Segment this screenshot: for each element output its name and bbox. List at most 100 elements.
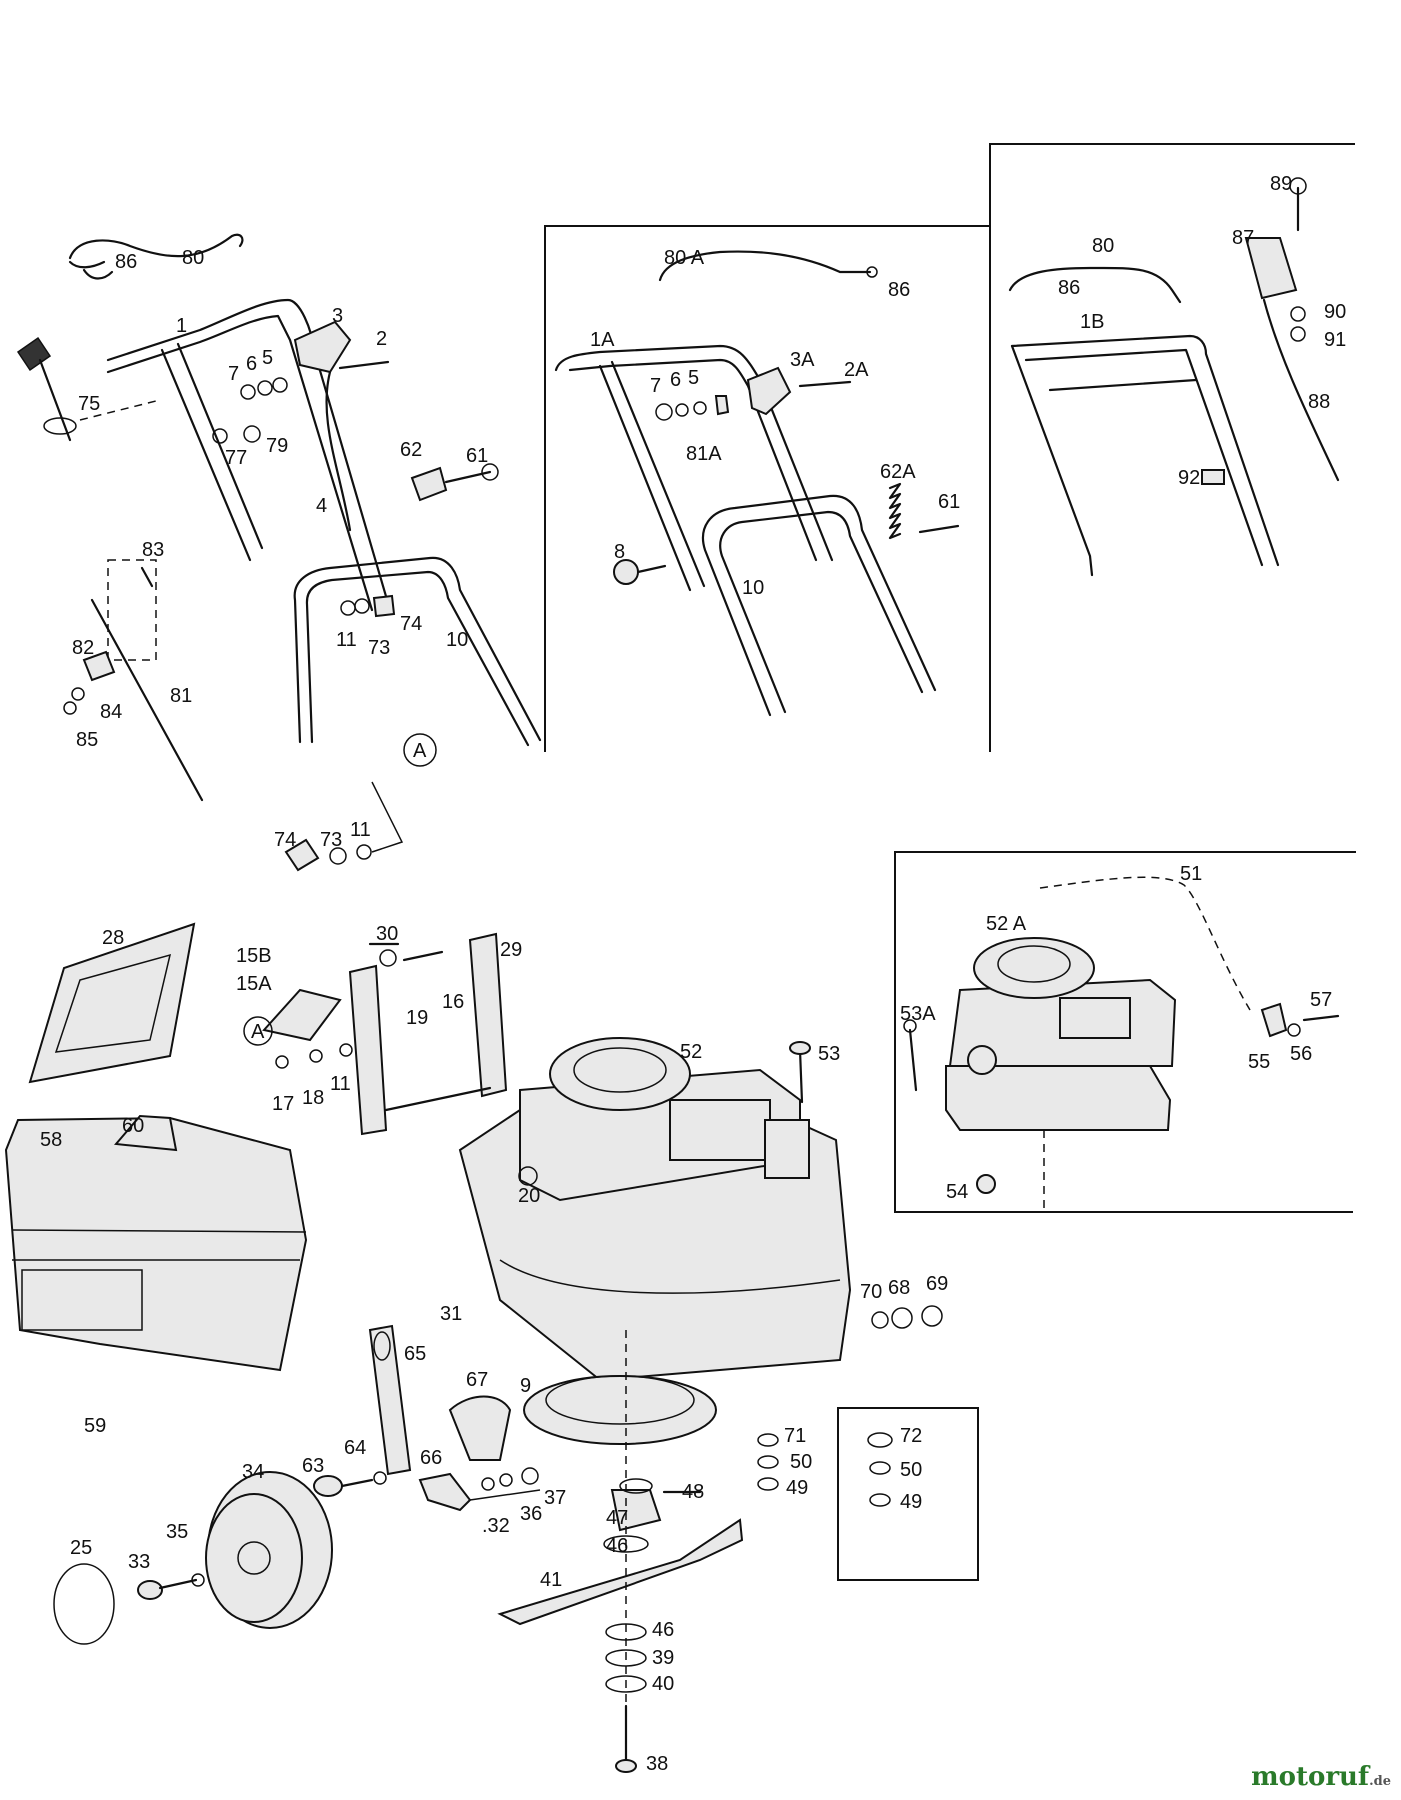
label-11-bracket: 11	[330, 1073, 351, 1095]
label-89: 89	[1270, 173, 1292, 195]
cable-clip-80b	[1008, 266, 1182, 304]
bolt-2	[338, 360, 390, 370]
label-82: 82	[72, 637, 94, 659]
label-50: 50	[790, 1451, 812, 1473]
block-92	[1201, 469, 1225, 485]
engine-52a	[945, 937, 1177, 1131]
label-74: 74	[400, 613, 422, 635]
label-28: 28	[102, 927, 124, 949]
label-80a: 80 A	[664, 247, 705, 269]
hub-cap-25	[53, 1563, 115, 1645]
label-33: 33	[128, 1551, 150, 1573]
label-71: 71	[784, 1425, 806, 1447]
label-37: 37	[544, 1487, 566, 1509]
label-7: 7	[228, 363, 239, 385]
label-30: 30	[376, 923, 398, 945]
label-73-lower: 73	[320, 829, 342, 851]
label-62: 62	[400, 439, 422, 461]
label-41: 41	[540, 1569, 562, 1591]
spring-62a	[888, 482, 960, 540]
label-34: 34	[242, 1461, 264, 1483]
label-17: 17	[272, 1093, 294, 1115]
label-60: 60	[122, 1115, 144, 1137]
blade-41	[497, 1518, 744, 1626]
label-5-center: 5	[688, 367, 699, 389]
throttle-bracket-55	[1260, 1002, 1340, 1038]
washers-5-6-7	[240, 377, 288, 400]
label-a-top: A	[413, 740, 427, 762]
label-54: 54	[946, 1181, 968, 1203]
cable-51	[1039, 876, 1251, 1011]
label-72: 72	[900, 1425, 922, 1447]
upper-handle-1	[106, 298, 392, 612]
starter-handle-75	[16, 336, 161, 442]
label-36: 36	[520, 1503, 542, 1525]
label-32: .32	[482, 1515, 510, 1537]
guard-67	[448, 1395, 512, 1461]
label-79: 79	[266, 435, 288, 457]
upper-handle-1a	[554, 344, 834, 592]
throttle-cable-81	[63, 559, 204, 802]
blade-housing-9	[523, 1375, 717, 1445]
label-61-center: 61	[938, 491, 960, 513]
axle-bracket-66	[418, 1472, 541, 1512]
washers-68-69-70	[871, 1305, 943, 1329]
grass-box-lid-28	[28, 922, 196, 1084]
label-a-lower: A	[251, 1021, 265, 1043]
label-3a: 3A	[790, 349, 815, 371]
label-46: 46	[606, 1535, 628, 1557]
brand-logo: motoruf.de	[1251, 1762, 1391, 1792]
blade-adapter-47-48	[610, 1478, 702, 1532]
label-15b: 15B	[236, 945, 272, 967]
label-40: 40	[652, 1673, 674, 1695]
label-92: 92	[1178, 467, 1200, 489]
label-84: 84	[100, 701, 122, 723]
blade-bolt-38	[615, 1330, 637, 1773]
label-62a: 62A	[880, 461, 916, 483]
label-35: 35	[166, 1521, 188, 1543]
label-3: 3	[332, 305, 343, 327]
bracket-plate-15a	[243, 988, 342, 1046]
label-56: 56	[1290, 1043, 1312, 1065]
variant-frame-right	[989, 143, 1355, 752]
label-1a: 1A	[590, 329, 615, 351]
label-77: 77	[225, 447, 247, 469]
label-69: 69	[926, 1273, 948, 1295]
label-2: 2	[376, 328, 387, 350]
lever-3	[293, 320, 352, 374]
label-20: 20	[518, 1185, 540, 1207]
label-86-center: 86	[888, 279, 910, 301]
engine-mount-20	[518, 1166, 538, 1186]
fasteners-49-50-71	[757, 1432, 893, 1507]
label-1b: 1B	[1080, 311, 1104, 333]
logo-suffix: .de	[1369, 1774, 1391, 1789]
label-80: 80	[182, 247, 204, 269]
label-85: 85	[76, 729, 98, 751]
fasteners-16-19-30	[275, 942, 444, 1069]
cable-4	[325, 370, 352, 532]
label-46-lower: 46	[652, 1619, 674, 1641]
cable-clip-80	[68, 233, 244, 280]
label-51: 51	[1180, 863, 1202, 885]
washers-32-36-37	[481, 1467, 539, 1491]
nuts-90-91	[1290, 306, 1306, 342]
label-1: 1	[176, 315, 187, 337]
label-49: 49	[786, 1477, 808, 1499]
label-70: 70	[860, 1281, 882, 1303]
label-25: 25	[70, 1537, 92, 1559]
logo-main: motoruf	[1251, 1762, 1370, 1792]
handle-bracket-29	[348, 932, 508, 1136]
label-91: 91	[1324, 329, 1346, 351]
label-66: 66	[420, 1447, 442, 1469]
lower-handle-10b	[701, 494, 937, 717]
label-29: 29	[500, 939, 522, 961]
label-86: 86	[115, 251, 137, 273]
label-52: 52	[680, 1041, 702, 1063]
label-50-option: 50	[900, 1459, 922, 1481]
label-61: 61	[466, 445, 488, 467]
nut-54	[976, 1130, 1045, 1210]
bolt-53a	[903, 1019, 918, 1092]
label-73: 73	[368, 637, 390, 659]
label-38: 38	[646, 1753, 668, 1775]
label-83: 83	[142, 539, 164, 561]
